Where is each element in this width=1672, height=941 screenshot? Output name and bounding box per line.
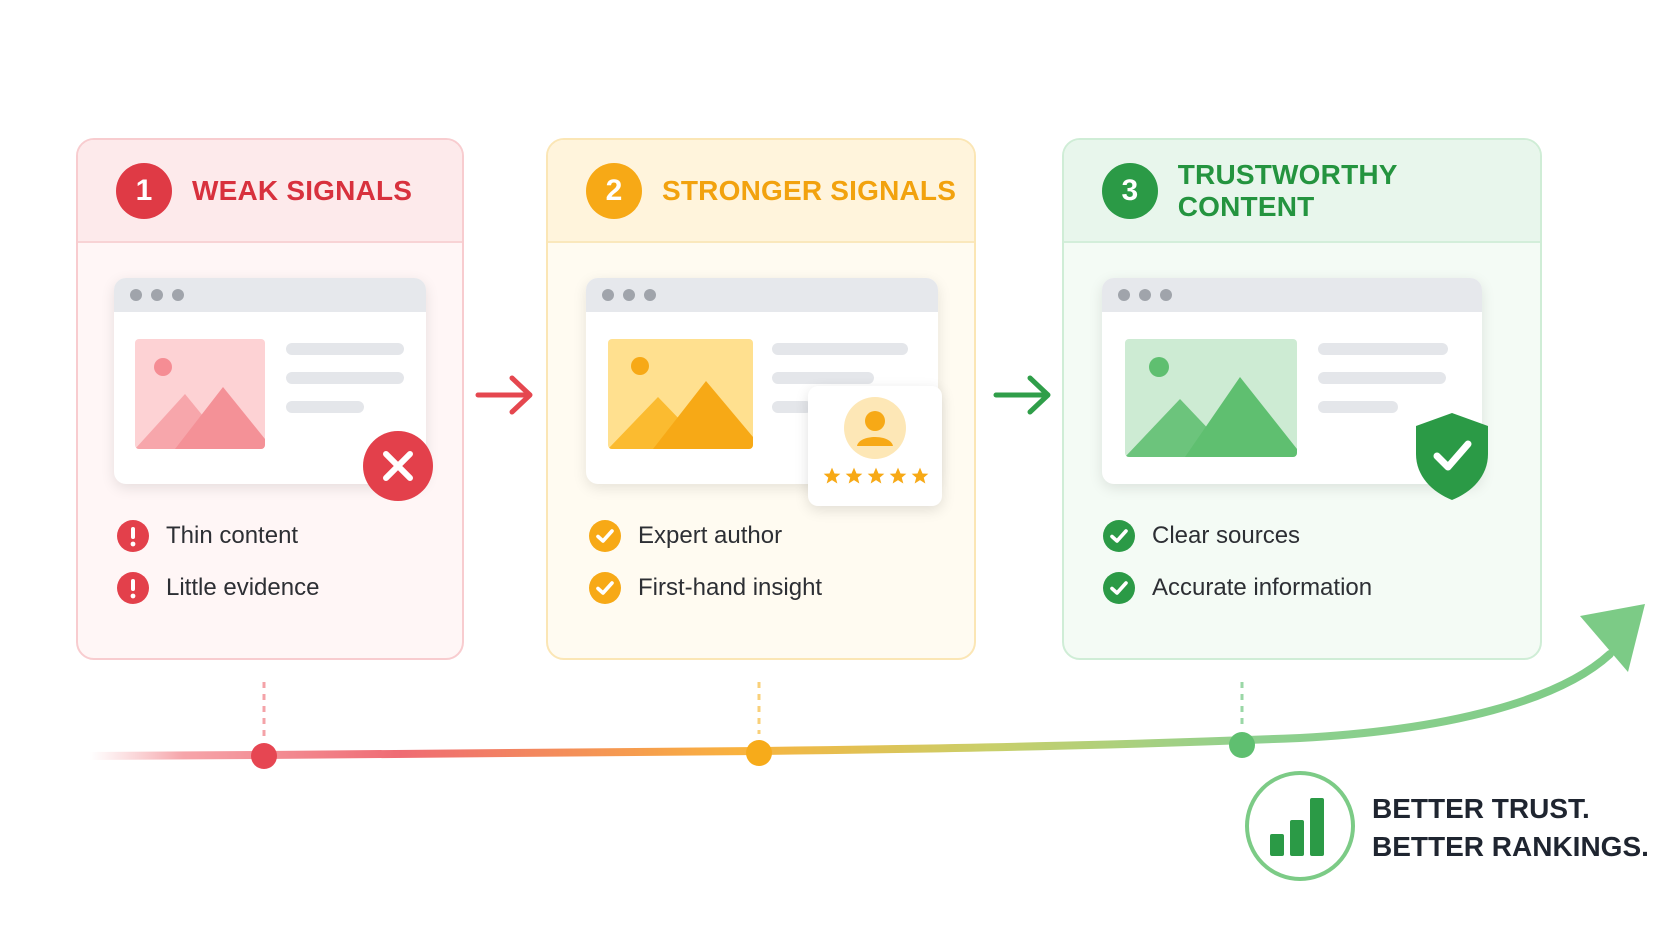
step-number-badge: 2 xyxy=(586,162,642,219)
text-line-placeholder xyxy=(286,401,364,413)
text-line-placeholder xyxy=(286,343,404,355)
star-icon xyxy=(845,467,863,484)
browser-title-bar xyxy=(586,278,938,312)
window-dot xyxy=(644,289,656,301)
list-item-label: Clear sources xyxy=(1152,522,1301,549)
text-line-placeholder xyxy=(286,372,404,384)
timeline-curve xyxy=(86,650,1614,760)
window-dot xyxy=(1139,289,1151,301)
list-item: Little evidence xyxy=(116,570,319,606)
browser-mockup xyxy=(114,278,426,484)
list-item: First-hand insight xyxy=(588,570,822,606)
window-dot xyxy=(1118,289,1130,301)
star-icon xyxy=(823,467,841,484)
text-line-placeholder xyxy=(772,401,812,413)
browser-mockup xyxy=(1102,278,1482,484)
step-title: TRUSTWORTHY CONTENT xyxy=(1177,158,1398,222)
text-line-placeholder xyxy=(1318,401,1398,413)
list-item-label: Little evidence xyxy=(166,574,320,601)
check-icon xyxy=(589,572,621,604)
signal-list: Clear sources Accurate information xyxy=(1102,518,1372,622)
list-item-label: Accurate information xyxy=(1152,574,1373,601)
star-icon xyxy=(911,467,929,484)
author-rating-card xyxy=(808,386,942,506)
arrow-right-icon xyxy=(475,375,533,415)
timeline-node-3 xyxy=(1229,732,1255,758)
window-dot xyxy=(130,289,142,301)
step-card-header: 1 WEAK SIGNALS xyxy=(78,140,462,243)
check-icon xyxy=(589,520,621,552)
signal-list: Thin content Little evidence xyxy=(116,518,319,622)
arrow-right-icon xyxy=(993,375,1051,415)
outcome-line-2: BETTER RANKINGS. xyxy=(1372,831,1649,862)
window-dot xyxy=(602,289,614,301)
exclamation-icon xyxy=(117,520,149,552)
window-dot xyxy=(151,289,163,301)
browser-title-bar xyxy=(1102,278,1482,312)
error-x-icon xyxy=(362,430,434,507)
list-item: Expert author xyxy=(588,518,822,554)
image-placeholder-icon xyxy=(135,339,265,449)
step-number-badge: 3 xyxy=(1102,162,1158,219)
list-item: Accurate information xyxy=(1102,570,1372,606)
author-avatar-icon xyxy=(844,397,906,459)
outcome-text: BETTER TRUST. BETTER RANKINGS. xyxy=(1372,790,1649,866)
list-item-label: Expert author xyxy=(638,522,783,549)
text-line-placeholder xyxy=(1318,372,1446,384)
timeline-node-2 xyxy=(746,740,772,766)
step-card-header: 2 STRONGER SIGNALS xyxy=(548,140,974,243)
window-dot xyxy=(172,289,184,301)
text-line-placeholder xyxy=(1318,343,1448,355)
step-card-header: 3 TRUSTWORTHY CONTENT xyxy=(1064,140,1540,243)
exclamation-icon xyxy=(117,572,149,604)
timeline-node-1 xyxy=(251,743,277,769)
check-icon xyxy=(1103,572,1135,604)
step-card-stronger-signals: 2 STRONGER SIGNALS xyxy=(546,138,976,660)
list-item-label: First-hand insight xyxy=(638,574,823,601)
step-card-trustworthy-content: 3 TRUSTWORTHY CONTENT xyxy=(1062,138,1542,660)
step-title: WEAK SIGNALS xyxy=(192,174,413,206)
step-card-weak-signals: 1 WEAK SIGNALS xyxy=(76,138,464,660)
image-placeholder-icon xyxy=(1125,339,1297,457)
image-placeholder-icon xyxy=(608,339,753,449)
window-dot xyxy=(623,289,635,301)
timeline-arrowhead xyxy=(1580,604,1645,672)
text-line-placeholder xyxy=(772,372,874,384)
browser-title-bar xyxy=(114,278,426,312)
window-dot xyxy=(1160,289,1172,301)
check-icon xyxy=(1103,520,1135,552)
list-item: Thin content xyxy=(116,518,319,554)
step-number-badge: 1 xyxy=(116,162,172,219)
signal-list: Expert author First-hand insight xyxy=(588,518,822,622)
step-title: STRONGER SIGNALS xyxy=(662,174,957,206)
list-item-label: Thin content xyxy=(166,522,299,549)
star-rating xyxy=(822,466,930,486)
outcome-line-1: BETTER TRUST. xyxy=(1372,793,1590,824)
star-icon xyxy=(889,467,907,484)
bar-chart-icon xyxy=(1244,770,1356,887)
text-line-placeholder xyxy=(772,343,908,355)
star-icon xyxy=(867,467,885,484)
list-item: Clear sources xyxy=(1102,518,1372,554)
shield-check-icon xyxy=(1412,410,1492,507)
